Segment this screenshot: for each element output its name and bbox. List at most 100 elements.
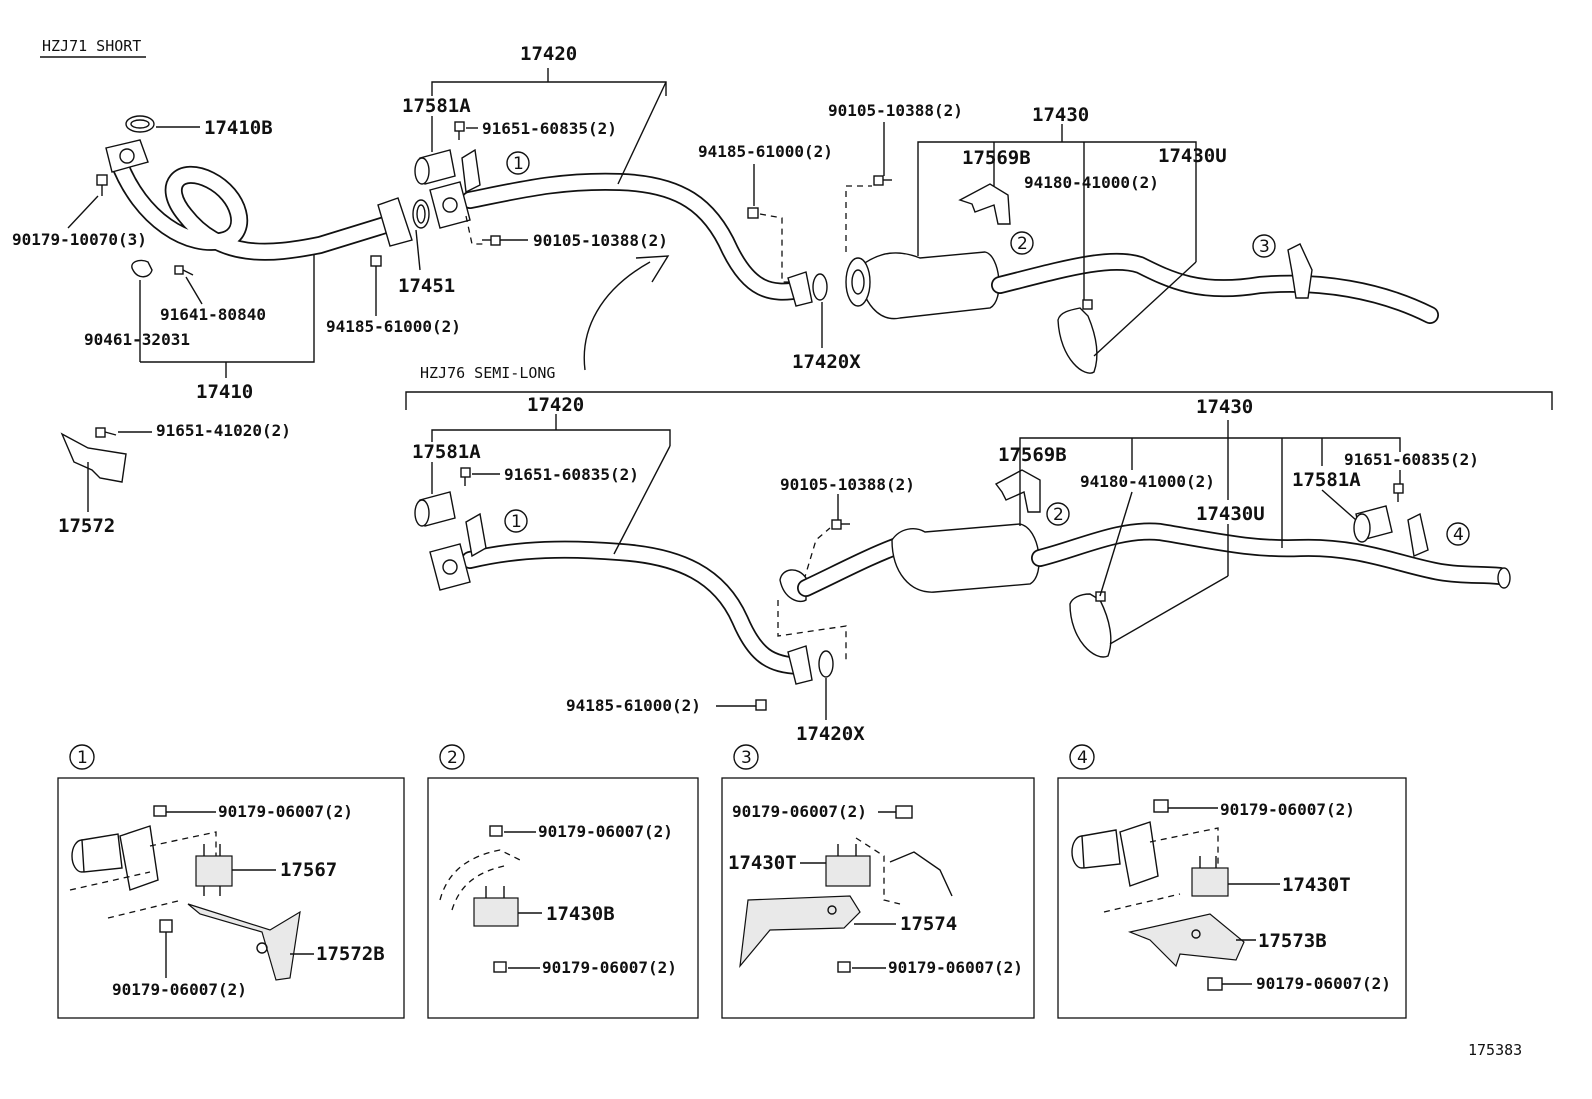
bolt-91651-60835-top	[454, 121, 465, 140]
label-17569b-top: 17569B	[962, 147, 1031, 169]
bolt-90105-10388-bottom	[831, 519, 850, 530]
label-91641-80840: 91641-80840	[160, 305, 266, 324]
mount-17430t-detail3	[825, 844, 871, 887]
label-17581a-bottom: 17581A	[412, 441, 481, 463]
label-17430u-bottom: 17430U	[1196, 503, 1265, 525]
bracket-17574	[739, 895, 861, 968]
band-17430u-bottom	[1069, 593, 1112, 658]
label-94185-61000-bottom: 94185-61000(2)	[566, 696, 701, 715]
nut-94185-61000-bottom	[755, 699, 767, 711]
label-90105-10388-top-a: 90105-10388(2)	[533, 231, 668, 250]
label-17573b: 17573B	[1258, 930, 1327, 952]
label-17420-top: 17420	[520, 43, 577, 65]
label-91651-60835-top: 91651-60835(2)	[482, 119, 617, 138]
detail-panel-1: 1 90179-06007(2) 17567 17572B 90179-0600…	[57, 744, 405, 1019]
bracket-17573b	[1127, 913, 1245, 968]
bracket-17572	[60, 432, 127, 483]
label-17420-bottom: 17420	[527, 394, 584, 416]
figure-number: 175383	[1468, 1041, 1522, 1059]
nut-detail1-top	[153, 805, 167, 817]
detail-3-title: 3	[741, 748, 752, 768]
header-hzj76: HZJ76 SEMI-LONG	[405, 364, 1553, 410]
svg-text:2: 2	[1053, 505, 1064, 525]
nut-detail2-bottom	[493, 961, 507, 973]
label-17572: 17572	[58, 515, 115, 537]
label-detail1-nut-top: 90179-06007(2)	[218, 802, 353, 821]
gasket-17420x-top	[812, 273, 828, 301]
leaders-top	[67, 68, 1197, 378]
detail-panel-4: 4 90179-06007(2) 17430T 17573B 90179-060…	[1057, 744, 1407, 1019]
svg-text:2: 2	[1017, 234, 1028, 254]
flange-17451-left	[377, 197, 413, 247]
label-94185-61000-top-a: 94185-61000(2)	[326, 317, 461, 336]
hanger-17569b-bottom	[994, 469, 1041, 513]
mount-17430b	[473, 886, 519, 927]
callout-2-bottom: 2	[1046, 502, 1070, 526]
detail-panel-3: 3 90179-06007(2) 17430T 17574 90179-0600…	[721, 744, 1035, 1019]
mount-17430t-detail4	[1191, 856, 1229, 897]
mount-17567	[195, 844, 233, 896]
bolt-90105-10388-top-a	[482, 235, 501, 246]
nut-detail3-top	[895, 805, 913, 819]
main-muffler-top	[857, 251, 1000, 320]
label-17430t-detail3: 17430T	[728, 852, 797, 874]
label-94185-61000-top-b: 94185-61000(2)	[698, 142, 833, 161]
label-91651-60835-rear: 91651-60835(2)	[1344, 450, 1479, 469]
label-90105-10388-top-b: 90105-10388(2)	[828, 101, 963, 120]
hanger-3-top	[1287, 243, 1313, 299]
label-17430t-detail4: 17430T	[1282, 874, 1351, 896]
label-90105-10388-bottom: 90105-10388(2)	[780, 475, 915, 494]
gasket-17451	[412, 199, 430, 229]
callout-2-top: 2	[1010, 231, 1034, 255]
clamp-90461-32031	[131, 259, 153, 278]
callout-3-top: 3	[1252, 234, 1276, 258]
label-17567: 17567	[280, 859, 337, 881]
nut-detail1-bottom	[159, 919, 173, 933]
bolt-90105-10388-top-b	[873, 175, 892, 186]
label-90179-10070: 90179-10070(3)	[12, 230, 147, 249]
header-hzj71-label: HZJ71 SHORT	[42, 37, 141, 55]
bolt-90179-10070	[96, 174, 108, 196]
detail-4-title: 4	[1077, 748, 1088, 768]
bracket-17572-group	[60, 427, 152, 512]
callout-4-bottom: 4	[1446, 522, 1470, 546]
bolt-91641-80840	[174, 265, 194, 276]
label-detail3-nut-top: 90179-06007(2)	[732, 802, 867, 821]
label-17574: 17574	[900, 913, 957, 935]
label-94180-41000-top: 94180-41000(2)	[1024, 173, 1159, 192]
label-17430u-top: 17430U	[1158, 145, 1227, 167]
label-detail1-nut-bottom: 90179-06007(2)	[112, 980, 247, 999]
label-17430-top: 17430	[1032, 104, 1089, 126]
callout-1-top: 1	[506, 151, 530, 175]
label-91651-60835-bottom: 91651-60835(2)	[504, 465, 639, 484]
sub-muffler-17581a-bottom	[414, 491, 487, 558]
label-detail2-nut-top: 90179-06007(2)	[538, 822, 673, 841]
leaders-bottom	[431, 414, 1401, 720]
label-90461-32031: 90461-32031	[84, 330, 190, 349]
hanger-17569b-top	[958, 183, 1011, 225]
label-17420x-bottom: 17420X	[796, 723, 865, 745]
bolt-91651-60835-rear	[1393, 483, 1404, 502]
bolt-91651-41020	[95, 427, 117, 438]
detail-panel-2: 2 90179-06007(2) 17430B 90179-06007(2)	[427, 744, 699, 1019]
label-94180-41000-bottom: 94180-41000(2)	[1080, 472, 1215, 491]
nut-94180-41000-top	[1082, 299, 1093, 310]
top-assembly	[96, 115, 1439, 374]
header-hzj71: HZJ71 SHORT	[40, 37, 146, 58]
gasket-17410b	[125, 115, 155, 133]
gasket-17420x-bottom	[818, 650, 834, 678]
label-91651-41020: 91651-41020(2)	[156, 421, 291, 440]
arrow-to-variant	[583, 261, 651, 371]
label-17430b: 17430B	[546, 903, 615, 925]
bottom-assembly	[414, 467, 1511, 711]
nut-detail2-top	[489, 825, 503, 837]
label-detail3-nut-bottom: 90179-06007(2)	[888, 958, 1023, 977]
main-muffler-bottom	[891, 523, 1040, 593]
bracket-17572b	[187, 903, 301, 981]
sub-muffler-17581a-top	[414, 148, 481, 194]
label-17572b: 17572B	[316, 943, 385, 965]
label-17410: 17410	[196, 381, 253, 403]
callout-1-bottom: 1	[504, 509, 528, 533]
label-17569b-bottom: 17569B	[998, 444, 1067, 466]
